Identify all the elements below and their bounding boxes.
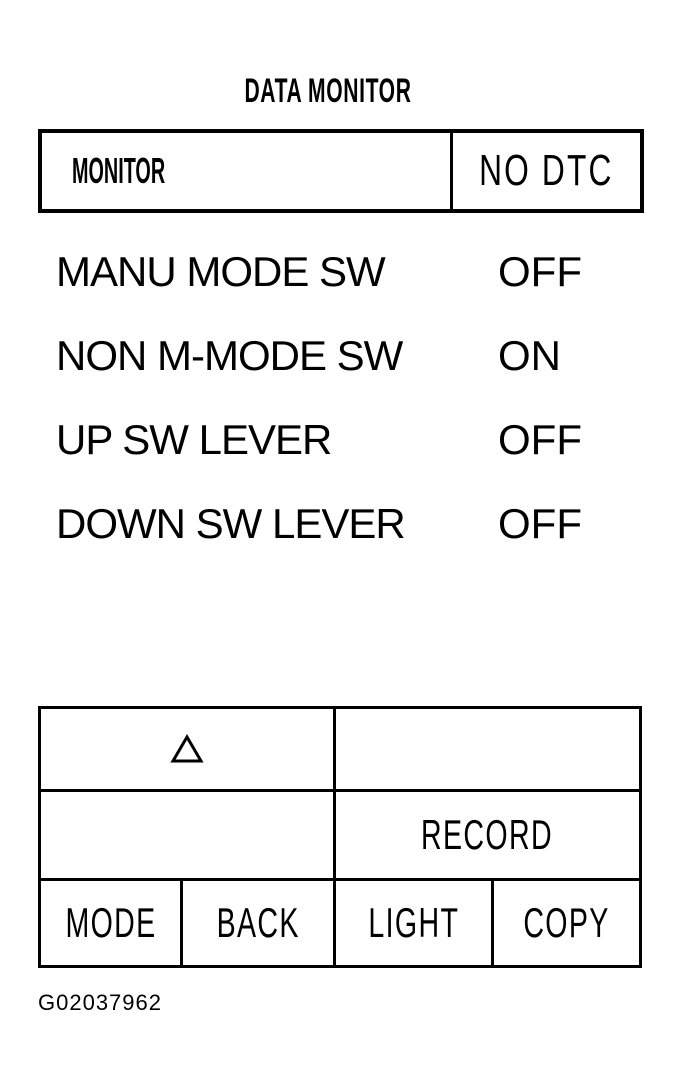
list-item: NON M-MODE SW ON bbox=[56, 332, 616, 416]
item-value: OFF bbox=[498, 500, 582, 547]
light-label: LIGHT bbox=[368, 899, 459, 946]
item-label: NON M-MODE SW bbox=[56, 332, 403, 379]
mode-label: MODE bbox=[64, 899, 157, 946]
dtc-status: NO DTC bbox=[453, 133, 640, 209]
figure-caption: G02037962 bbox=[38, 990, 162, 1015]
button-panel: RECORD MODE BACK LIGHT COPY bbox=[38, 706, 642, 968]
item-value: ON bbox=[498, 332, 561, 379]
screen-title: DATA MONITOR bbox=[244, 72, 412, 110]
item-value: OFF bbox=[498, 416, 582, 463]
scroll-up-button[interactable] bbox=[38, 706, 336, 792]
data-list: MANU MODE SW OFF NON M-MODE SW ON UP SW … bbox=[56, 248, 616, 584]
list-item: MANU MODE SW OFF bbox=[56, 248, 616, 332]
item-label: UP SW LEVER bbox=[56, 416, 332, 463]
monitor-label: MONITOR bbox=[72, 150, 166, 191]
copy-label: COPY bbox=[523, 899, 610, 946]
list-item: DOWN SW LEVER OFF bbox=[56, 500, 616, 584]
back-label: BACK bbox=[216, 899, 300, 946]
monitor-tab[interactable]: MONITOR bbox=[42, 133, 453, 209]
dtc-status-label: NO DTC bbox=[479, 146, 614, 195]
mode-button[interactable]: MODE bbox=[38, 878, 183, 968]
item-value: OFF bbox=[498, 248, 582, 295]
list-item: UP SW LEVER OFF bbox=[56, 416, 616, 500]
light-button[interactable]: LIGHT bbox=[333, 878, 494, 968]
triangle-up-icon bbox=[170, 734, 204, 763]
item-label: MANU MODE SW bbox=[56, 248, 386, 295]
monitor-header: MONITOR NO DTC bbox=[38, 129, 644, 213]
item-label: DOWN SW LEVER bbox=[56, 500, 406, 547]
blank-button[interactable] bbox=[333, 706, 642, 792]
copy-button[interactable]: COPY bbox=[491, 878, 642, 968]
record-button[interactable]: RECORD bbox=[333, 789, 642, 881]
blank-button-2[interactable] bbox=[38, 789, 336, 881]
back-button[interactable]: BACK bbox=[180, 878, 336, 968]
record-label: RECORD bbox=[421, 811, 554, 858]
